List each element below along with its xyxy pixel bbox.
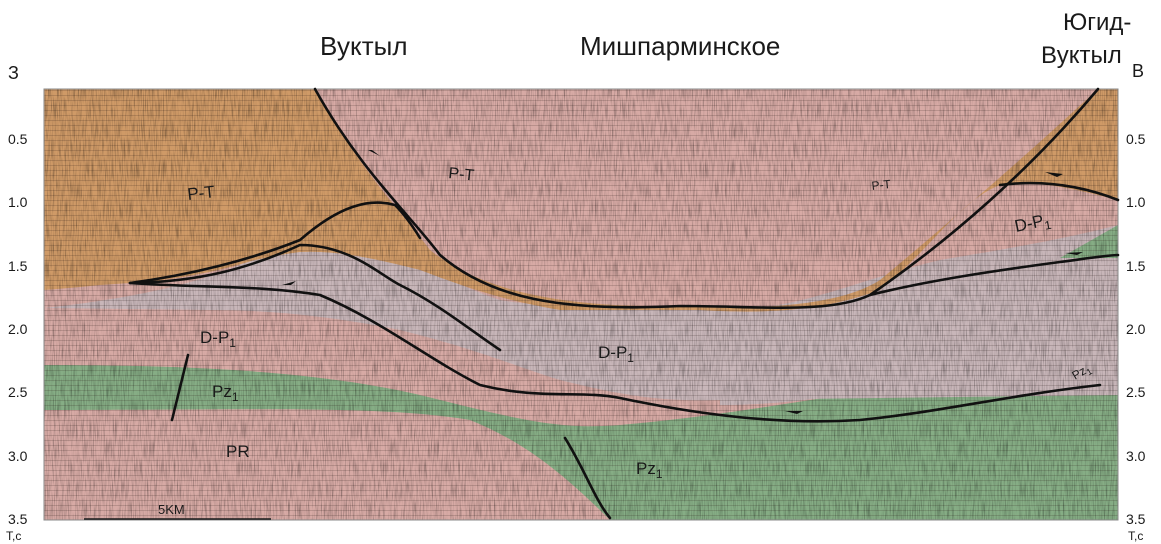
time-tick-left: 1.5	[8, 259, 27, 273]
time-tick-left: 3.0	[8, 449, 27, 463]
time-tick-right: 0.5	[1126, 132, 1145, 146]
scale-bar-label: 5KM	[158, 502, 185, 517]
time-tick-right: 1.0	[1126, 195, 1145, 209]
label-pt-center: P-T	[448, 165, 476, 185]
time-tick-right: 1.5	[1126, 259, 1145, 273]
time-tick-left: 0.5	[8, 132, 27, 146]
label-pt-left: P-T	[186, 182, 215, 204]
axis-unit-right: T,c	[1128, 530, 1143, 542]
label-pt-right: P-T	[871, 177, 892, 193]
label-pr: PR	[226, 442, 250, 461]
time-tick-left: 3.5	[8, 512, 27, 526]
time-tick-left: 1.0	[8, 195, 27, 209]
time-tick-right: 3.5	[1126, 512, 1145, 526]
time-tick-right: 2.0	[1126, 322, 1145, 336]
time-tick-right: 3.0	[1126, 449, 1145, 463]
time-tick-left: 2.5	[8, 385, 27, 399]
time-tick-right: 2.5	[1126, 385, 1145, 399]
time-tick-left: 2.0	[8, 322, 27, 336]
axis-unit-left: T,c	[6, 530, 21, 542]
